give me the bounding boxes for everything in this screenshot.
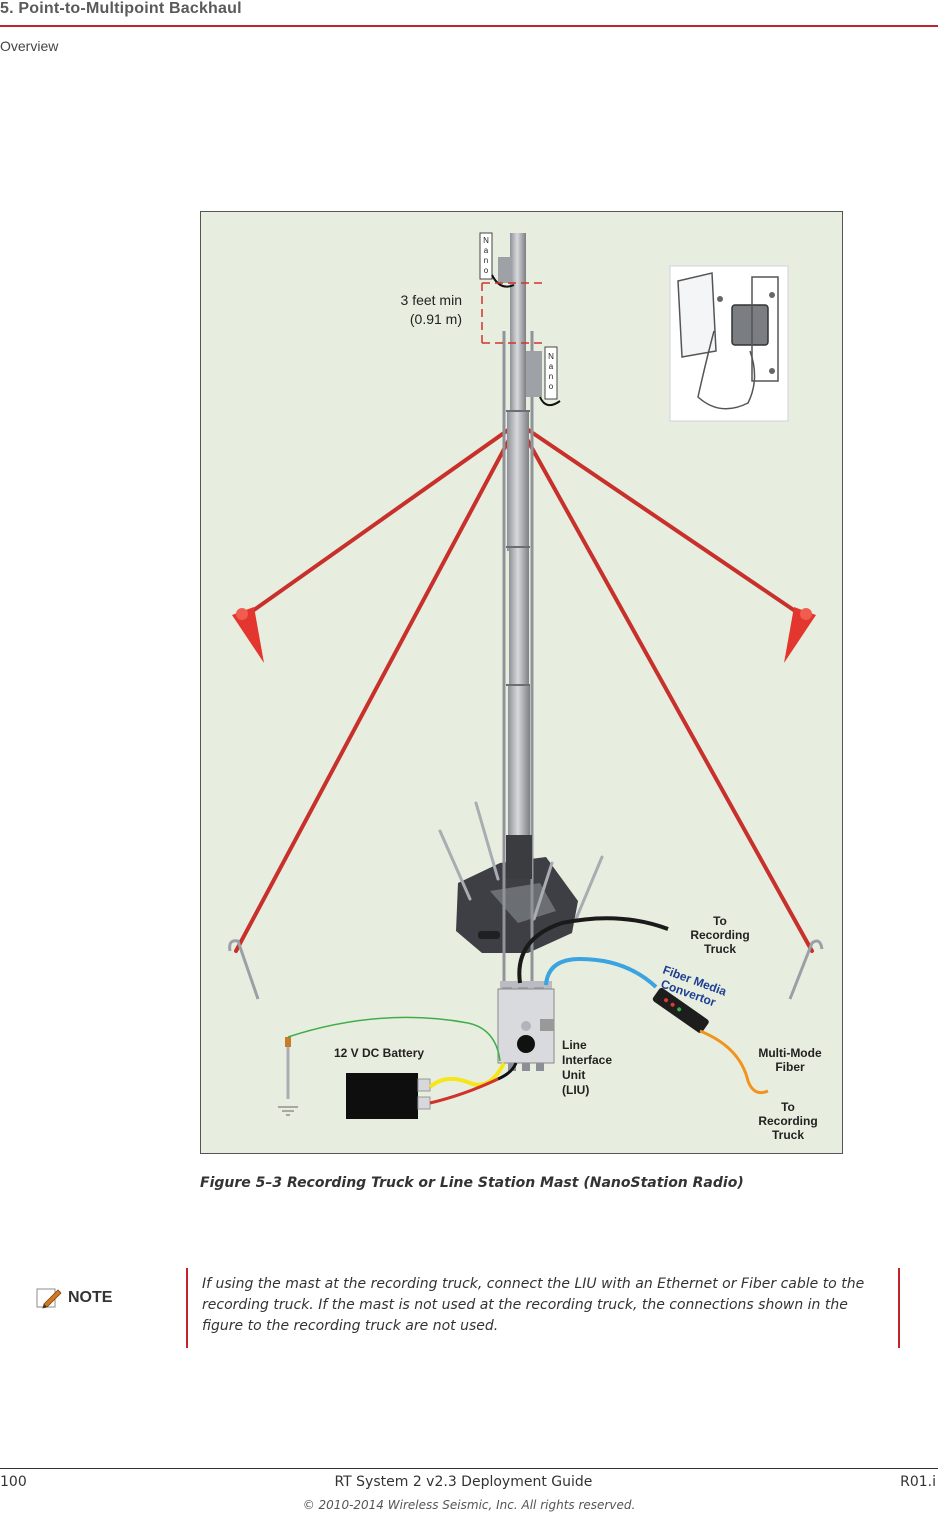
to-truck-2-line3: Truck: [772, 1128, 804, 1142]
svg-text:a: a: [549, 362, 554, 371]
multimode-label-line2: Fiber: [775, 1060, 805, 1074]
top-radio-unit: N a n o: [479, 232, 515, 288]
to-truck-2-line2: Recording: [758, 1114, 817, 1128]
subsection-title: Overview: [0, 38, 59, 54]
note-bar-left: [186, 1268, 188, 1348]
copyright: © 2010-2014 Wireless Seismic, Inc. All r…: [302, 1498, 636, 1512]
lower-stake-right: [788, 939, 824, 1000]
mast-diagram: N a n o N a n o 3 feet min (0.91 m): [200, 211, 843, 1154]
svg-text:o: o: [484, 266, 489, 275]
guy-wires: [234, 421, 814, 953]
note-label-text: NOTE: [68, 1289, 113, 1306]
to-truck-1-line2: Recording: [690, 928, 749, 942]
section-title: 5. Point-to-Multipoint Backhaul: [0, 0, 242, 17]
to-truck-1-line3: Truck: [704, 942, 736, 956]
bracket-inset: [669, 265, 789, 422]
to-truck-2-line1: To: [781, 1100, 795, 1114]
ground-rod: [278, 1037, 298, 1116]
upper-stake-left: [232, 607, 264, 663]
lower-stake-left: [228, 939, 260, 1000]
header-rule: [0, 25, 938, 27]
battery-label: 12 V DC Battery: [334, 1046, 424, 1060]
note-label: NOTE: [36, 1286, 112, 1310]
svg-text:N: N: [483, 236, 489, 245]
page-number: 100: [0, 1474, 27, 1490]
footer: 100 RT System 2 v2.3 Deployment Guide R0…: [0, 1474, 936, 1490]
note-text: If using the mast at the recording truck…: [202, 1276, 865, 1334]
fiber-media-convertor: [652, 987, 709, 1034]
power-cable-black: [497, 1062, 518, 1081]
doc-title: RT System 2 v2.3 Deployment Guide: [334, 1474, 593, 1490]
upper-stake-right: [784, 607, 816, 663]
mast-figure: N a n o N a n o 3 feet min (0.91 m): [200, 211, 843, 1154]
base-spikes: [438, 801, 604, 921]
svg-text:N: N: [548, 352, 554, 361]
liu-label-line3: Unit: [562, 1068, 585, 1082]
spacing-dimension: [481, 282, 546, 344]
footer-rule: [0, 1468, 938, 1469]
lower-radio-unit: N a n o: [526, 346, 561, 407]
spacing-label-line2: (0.91 m): [410, 311, 462, 327]
blue-cable: [544, 956, 658, 989]
svg-text:o: o: [549, 382, 554, 391]
note-bar-right: [898, 1268, 900, 1348]
liu-label-line4: (LIU): [562, 1083, 589, 1097]
svg-text:n: n: [484, 256, 488, 265]
liu-label-line1: Line: [562, 1038, 587, 1052]
svg-text:n: n: [549, 372, 553, 381]
doc-revision: R01.i: [900, 1474, 936, 1490]
mast-pole: [506, 233, 532, 879]
power-cable-yellow: [428, 1062, 506, 1089]
pencil-icon: [36, 1288, 62, 1309]
spacing-label-line1: 3 feet min: [401, 292, 462, 308]
line-interface-unit: [497, 981, 555, 1071]
liu-label-line2: Interface: [562, 1053, 612, 1067]
svg-text:a: a: [484, 246, 489, 255]
to-truck-1-line1: To: [713, 914, 727, 928]
ground-wire: [287, 1016, 501, 1062]
power-cable-red: [429, 1077, 499, 1105]
multimode-fiber-cable: [699, 1029, 769, 1095]
multimode-label-line1: Multi-Mode: [758, 1046, 822, 1060]
battery: [346, 1073, 431, 1119]
ethernet-cable: [517, 916, 669, 984]
figure-caption: Figure 5–3 Recording Truck or Line Stati…: [200, 1175, 744, 1191]
